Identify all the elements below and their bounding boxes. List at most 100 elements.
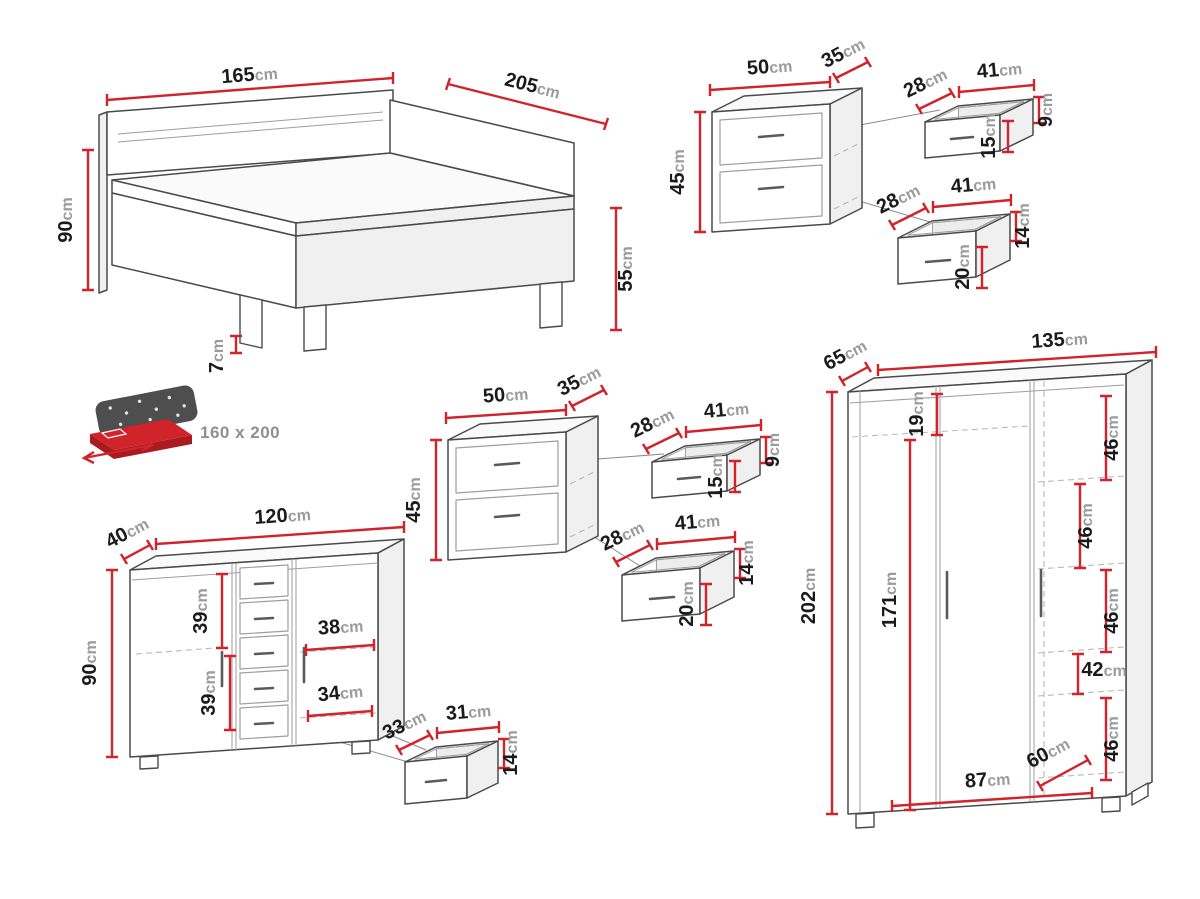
bed-frame-foot [295,208,575,309]
nightstand-top-height-dim-line [694,110,706,234]
bed-foot-height-dim-line [610,206,622,332]
drawer1-depth-dim-line [914,87,957,115]
nightstand-middle-height-dim-line [430,438,442,562]
bed-headboard-groove [117,111,384,143]
bed-headboard-side [98,111,108,294]
drawer1-width-label: 41cm [976,57,1023,83]
wardrobe-shelf4-dim-line [1072,652,1084,696]
chest-lower-inner-width-label: 34cm [317,680,364,707]
chest-height-dim-line [106,568,118,759]
drawer3-depth-dim-line [641,427,684,455]
chest-upper-shelf-label: 39cm [190,588,212,633]
bed-width-dim-line [105,72,395,106]
chest-upper-inner-width-label: 38cm [317,614,364,639]
wardrobe-leg-side [1131,782,1149,806]
nightstand-middle-width-label: 50cm [482,382,529,407]
chest-leg-left [139,755,159,770]
drawer1-front-height-label: 15cm [978,113,1000,158]
nightstand-top-diagram: 50cm 35cm 45cm 28cm 41cm 9cm 15cm 28cm 4… [667,36,1057,290]
drawer2-width-label: 41cm [950,172,997,198]
wardrobe-shelf3-label: 46cm [1101,588,1123,633]
drawer3-width-label: 41cm [703,397,750,423]
drawer3-front-height-dim-line [729,459,741,494]
wardrobe-leg-right [1101,796,1121,813]
wardrobe-height-dim-line [826,390,838,816]
chest-upper-inner-width-dim-line [304,639,376,656]
chest-upper-shelf-dim-line [216,572,228,650]
bed-height-label: 90cm [55,197,77,242]
mattress-icon-pillow [100,428,128,439]
chest-lower-shelf-dim-line [224,654,236,732]
nightstand-top-width-dim-line [708,76,832,96]
nightstand-top-height-label: 45cm [667,149,689,194]
chest-lower-shelf-label: 39cm [198,670,220,715]
drawer1-back-height-dim-line [1033,95,1045,125]
bed-length-dim-line [444,77,610,131]
nightstand-top [710,86,864,234]
drawer3-back-height-dim-line [760,435,772,465]
nightstand-middle [446,414,600,562]
wardrobe-shelf5-dim-line [1100,696,1112,782]
bed-foot-height-label: 55cm [615,246,637,291]
wardrobe-width-dim-line [876,346,1158,376]
drawer4-width-label: 41cm [674,509,721,535]
wardrobe-shelf5-label: 46cm [1101,716,1123,761]
drawer3-front-height-label: 15cm [705,453,727,498]
wardrobe-top-shelf-dim-line [931,392,943,437]
chest-leg-right [351,740,371,755]
nightstand-top-depth-dim-line [831,56,873,84]
drawer1-back-height-label: 9cm [1035,93,1057,127]
drawer4-back-height-label: 14cm [736,540,758,585]
nightstand-middle-diagram: 50cm 35cm 45cm 28cm 41cm 9cm 15cm 28cm 4… [403,364,784,627]
wardrobe-side-face [1125,359,1153,797]
wardrobe-inner-width-dim-line [890,787,1094,812]
chest-drawer-front [239,564,289,600]
bed-diagram: 165cm 205cm 90cm 55cm 7cm [55,62,637,373]
nightstand-middle-depth-dim-line [567,384,609,412]
chest-drawer-front [239,669,289,705]
chest-door-handles [220,646,306,688]
mattress-icon-dots [108,395,186,427]
wardrobe-shelf2-label: 46cm [1075,503,1097,548]
wardrobe-shelf2-dim-line [1074,482,1086,570]
mattress-size-label: 160 x 200 [200,423,280,442]
chest-width-dim-line [154,521,406,550]
bed-leg-height-label: 7cm [206,339,228,373]
mattress-icon-mattress-front [114,435,192,459]
chest-width-label: 120cm [254,503,312,529]
wardrobe-shelf4-label: 42cm [1081,659,1126,681]
wardrobe-shelf1-dim-line [1100,394,1112,482]
bed-leg-right [539,281,563,329]
chest-depth-dim-line [119,539,155,565]
wardrobe-height-label: 202cm [798,568,820,625]
wardrobe-top-shelf-label: 19cm [906,391,928,436]
wardrobe-door-lines [849,380,1125,813]
wardrobe-inner-width-label: 87cm [964,767,1011,792]
bed-height-dim-line [82,148,94,292]
drawer4-back-height-dim-line [734,547,746,580]
bed-length-label: 205cm [502,69,562,104]
nightstand-middle-height-label: 45cm [403,477,425,522]
bed-leg-height-dim-line [230,334,242,355]
drawer2-depth-dim-line [887,202,931,231]
drawer2-front-height-dim-line [976,245,988,290]
chest-drawer-width-dim-line [435,721,501,739]
drawer2-width-dim-line [931,194,1013,213]
mattress-icon-width-arrow [81,438,155,465]
wardrobe-shelf1-label: 46cm [1101,415,1123,460]
chest-drawer-depth-dim-line [394,729,435,756]
wardrobe-shelf3-dim-line [1100,568,1112,654]
drawer2-front-height-label: 20cm [952,244,974,289]
drawer3-width-dim-line [684,419,763,438]
mattress-icon-mattress-top [90,419,192,450]
chest-lower-inner-width-dim-line [306,705,374,722]
drawer2-back-height-label: 14cm [1012,203,1034,248]
wardrobe-interior-height-label: 171cm [879,572,901,629]
chest-drawer-width-label: 31cm [445,699,492,725]
drawer4-front-height-label: 20cm [676,581,698,626]
chest-height-label: 90cm [79,640,101,685]
bed-width-label: 165cm [221,62,279,88]
drawer4-front-height-dim-line [700,582,712,627]
drawer4-width-dim-line [655,531,737,550]
